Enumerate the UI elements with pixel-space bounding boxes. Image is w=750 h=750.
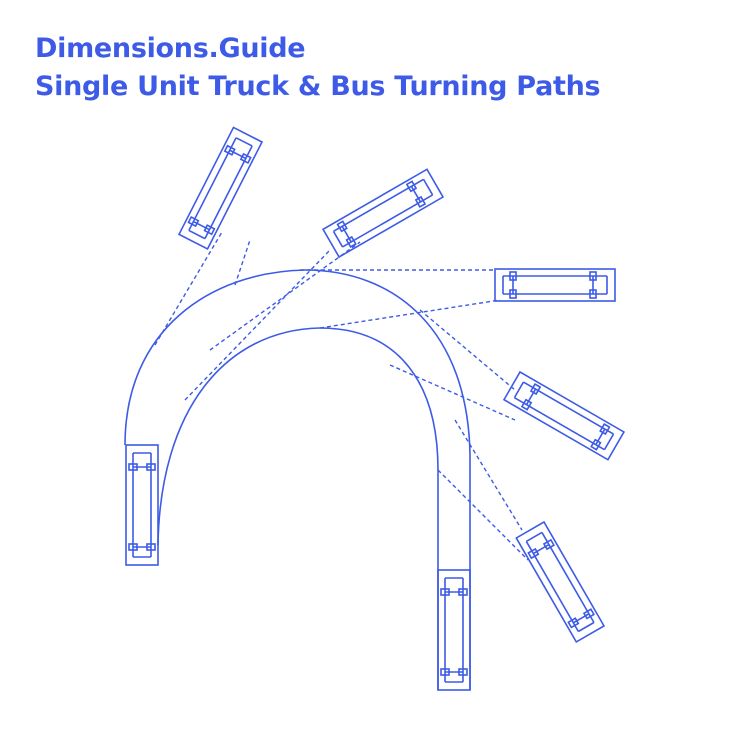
- tracking-lines: [154, 231, 529, 561]
- vehicle-position-2: [322, 168, 444, 258]
- vehicle-position-5: [515, 521, 605, 643]
- vehicle-start: [125, 444, 159, 566]
- header: Dimensions.Guide Single Unit Truck & Bus…: [35, 30, 601, 106]
- brand-title: Dimensions.Guide: [35, 33, 306, 64]
- page-title: Single Unit Truck & Bus Turning Paths: [35, 71, 601, 102]
- vehicle-position-3: [494, 268, 616, 302]
- vehicle-position-4: [503, 371, 625, 461]
- outer-swept-path: [124, 269, 471, 690]
- vehicle-end: [437, 569, 471, 691]
- vehicle-position-1: [178, 126, 263, 250]
- inner-swept-path: [157, 327, 439, 690]
